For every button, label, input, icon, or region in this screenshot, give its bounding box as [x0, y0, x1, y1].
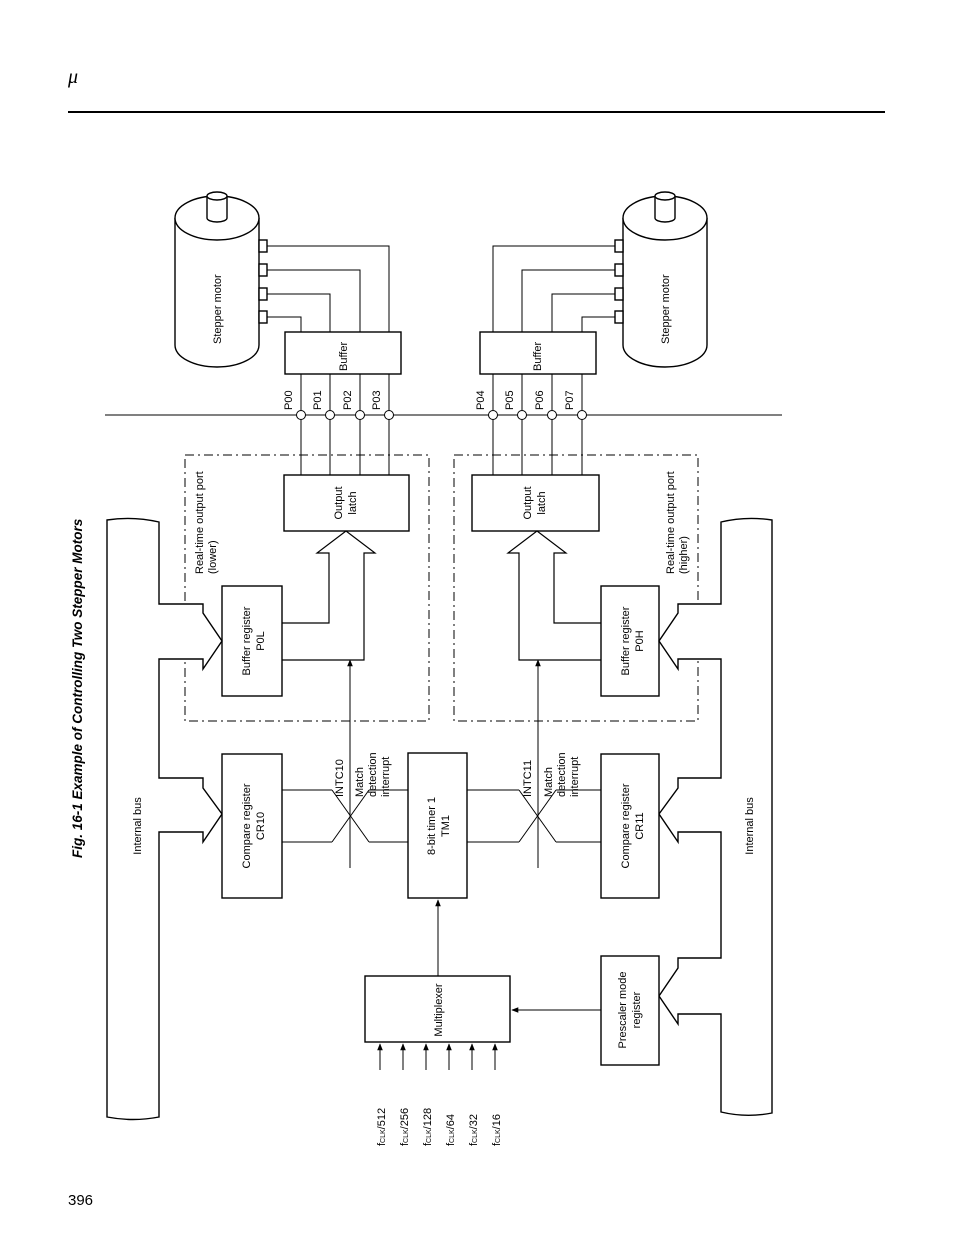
internal-bus-right-label: Internal bus: [744, 797, 756, 855]
arrow-p0l-to-latch: [282, 530, 377, 661]
buffer-right: [479, 331, 597, 375]
match-right-label-3: interrupt: [569, 757, 581, 797]
header-mu-symbol: μ: [68, 66, 79, 88]
clock-label-128: fCLK/128: [422, 1108, 434, 1146]
buffer-register-p0l-label-1: Buffer register: [241, 606, 253, 675]
page-number: 396: [68, 1192, 94, 1209]
compare-register-cr11-label-1: Compare register: [620, 783, 632, 868]
prescaler-label-1: Prescaler mode: [617, 971, 629, 1048]
port-label-p06: P06: [534, 390, 546, 410]
multiplexer: [364, 975, 511, 1043]
buffer-register-p0h-label-2: P0H: [634, 630, 646, 651]
timer-tm1-label-1: 8-bit timer 1: [426, 797, 438, 855]
match-left-label-1: Match: [354, 767, 366, 797]
clock-label-32: fCLK/32: [468, 1114, 480, 1146]
compare-register-cr11: [600, 753, 660, 899]
timer-tm1: [407, 752, 468, 899]
output-latch-left-label-2: latch: [347, 491, 359, 514]
output-latch-left: [283, 474, 410, 532]
intc10-label: INTC10: [334, 759, 346, 797]
motor-wires: [267, 245, 615, 332]
output-latch-right-label-2: latch: [536, 491, 548, 514]
multiplexer-label: Multiplexer: [433, 983, 445, 1037]
port-label-p04: P04: [475, 390, 487, 410]
clock-label-256: fCLK/256: [399, 1108, 411, 1146]
port-label-p05: P05: [504, 390, 516, 410]
rtp-lower-label-1: Real-time output port: [194, 471, 206, 574]
header-rule: [68, 111, 885, 113]
buffer-register-p0l-label-2: P0L: [255, 631, 267, 651]
buffer-left-label: Buffer: [338, 342, 350, 371]
output-latch-right-label-1: Output: [522, 486, 534, 519]
port-label-p00: P00: [283, 390, 295, 410]
buffer-left: [284, 331, 402, 375]
compare-register-cr11-label-2: CR11: [634, 812, 646, 839]
port-latch-wires: [300, 415, 583, 475]
rtp-higher-box: [453, 454, 699, 722]
match-left-label-3: interrupt: [380, 757, 392, 797]
motor-right-label: Stepper motor: [660, 274, 672, 344]
timer-tm1-label-2: TM1: [440, 815, 452, 837]
intc11-label: INTC11: [522, 760, 534, 797]
output-latch-right: [471, 474, 600, 532]
figure-caption: Fig. 16-1 Example of Controlling Two Ste…: [70, 518, 85, 858]
rtp-higher-label-1: Real-time output port: [665, 471, 677, 574]
match-right-label-1: Match: [543, 767, 555, 797]
arrow-p0h-to-latch: [506, 530, 601, 661]
stepper-motor-right: [614, 191, 708, 368]
port-label-p07: P07: [564, 390, 576, 410]
buffer-port-wires: [300, 374, 583, 410]
comparator-left: [282, 659, 408, 868]
clock-label-16: fCLK/16: [491, 1114, 503, 1146]
rtp-lower-label-2: (lower): [207, 540, 219, 574]
compare-register-cr10-label-2: CR10: [255, 812, 267, 840]
buffer-register-p0l: [221, 585, 283, 697]
internal-bus-left: [106, 517, 223, 1121]
port-pins: [296, 410, 587, 420]
compare-register-cr10: [221, 753, 283, 899]
clock-input-arrows: [377, 1043, 498, 1070]
motor-left-label: Stepper motor: [212, 274, 224, 344]
rtp-higher-label-2: (higher): [678, 536, 690, 574]
port-label-p03: P03: [371, 390, 383, 410]
prescaler-mode-register: [600, 955, 660, 1066]
clock-label-64: fCLK/64: [445, 1114, 457, 1146]
clock-label-512: fCLK/512: [376, 1108, 388, 1146]
buffer-register-p0h-label-1: Buffer register: [620, 606, 632, 675]
buffer-right-label: Buffer: [532, 342, 544, 371]
port-label-p01: P01: [312, 390, 324, 410]
internal-bus-left-label: Internal bus: [132, 797, 144, 855]
compare-register-cr10-label-1: Compare register: [241, 783, 253, 868]
output-latch-left-label-1: Output: [333, 486, 345, 519]
match-left-label-2: detection: [367, 752, 379, 797]
rtp-lower-box: [184, 454, 430, 722]
match-right-label-2: detection: [556, 752, 568, 797]
comparator-right: [467, 659, 601, 868]
port-label-p02: P02: [342, 390, 354, 410]
prescaler-label-2: register: [631, 991, 643, 1028]
buffer-register-p0h: [600, 585, 660, 697]
internal-bus-right: [658, 517, 773, 1116]
